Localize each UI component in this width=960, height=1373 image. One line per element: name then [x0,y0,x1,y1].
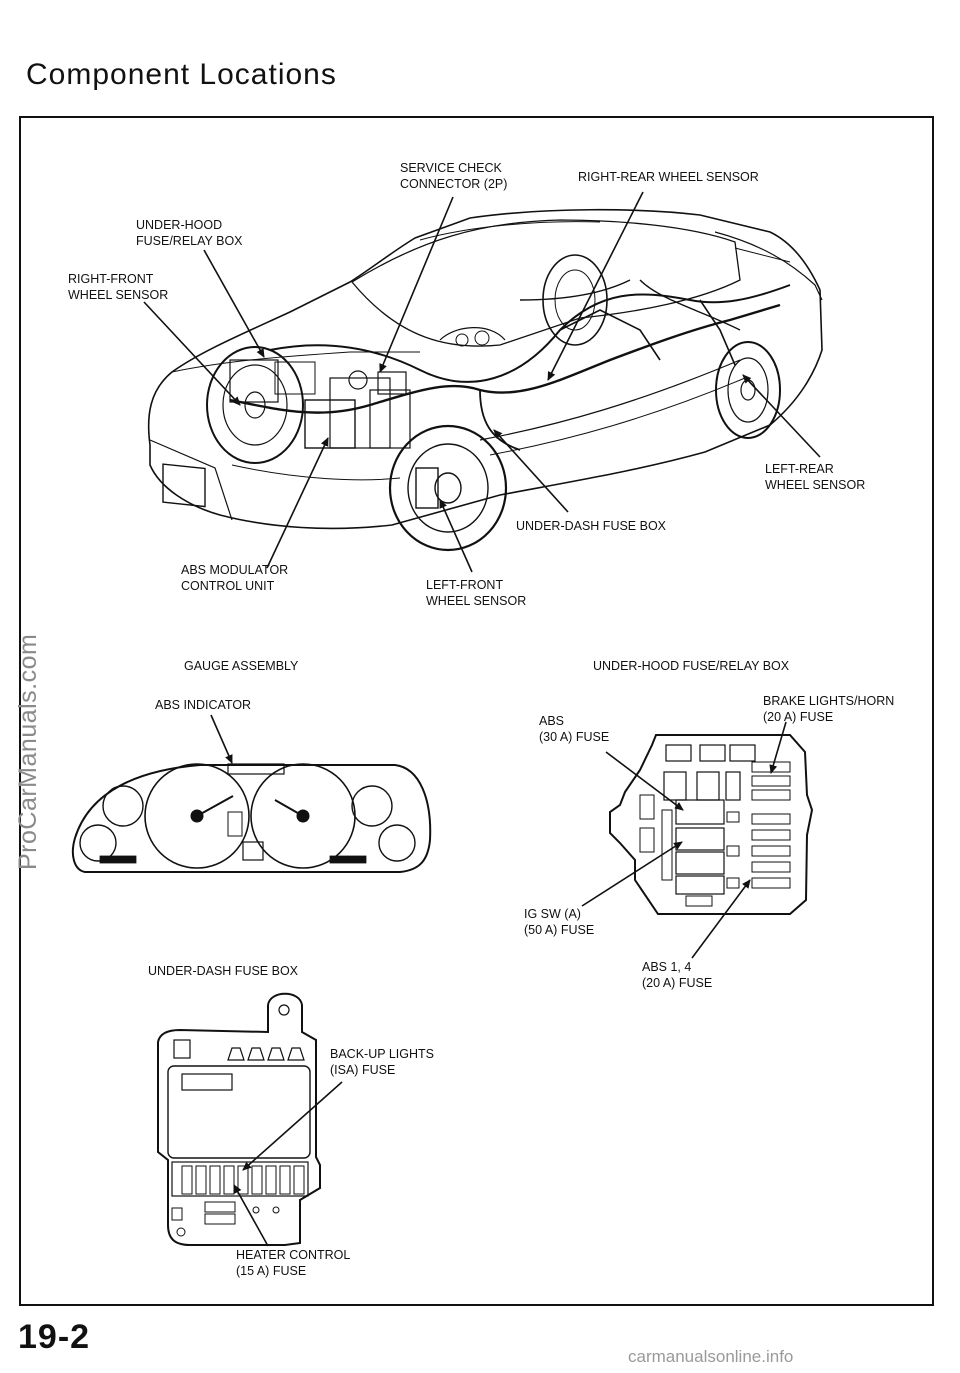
gauge-assembly [71,763,432,873]
under-dash-fuse-box [157,992,321,1246]
page-title: Component Locations [26,58,337,91]
car-leaders [143,191,821,573]
label-ig-sw-50a-fuse: IG SW (A) (50 A) FUSE [524,907,595,937]
label-abs-modulator-control-unit: ABS MODULATOR CONTROL UNIT [181,563,289,593]
label-back-up-lights-fuse: BACK-UP LIGHTS (ISA) FUSE [330,1047,434,1077]
label-right-front-wheel-sensor: RIGHT-FRONT WHEEL SENSOR [68,272,169,302]
hood-box-leaders [581,721,787,959]
watermark-side: ProCarManuals.com [14,633,42,870]
label-left-front-wheel-sensor: LEFT-FRONT WHEEL SENSOR [426,578,527,608]
under-hood-fuse-box [609,734,814,915]
label-under-dash-fuse-box-heading: UNDER-DASH FUSE BOX [148,964,299,978]
label-service-check-connector: SERVICE CHECK CONNECTOR (2P) [400,161,508,191]
watermark-bottom: carmanualsonline.info [628,1347,794,1366]
page-number: 19-2 [18,1318,91,1356]
label-abs-30a-fuse: ABS (30 A) FUSE [539,714,610,744]
label-under-dash-fuse-box: UNDER-DASH FUSE BOX [516,519,667,533]
car-illustration [147,208,823,552]
abs-indicator-leader [210,714,233,764]
dash-box-leaders [233,1081,343,1247]
label-heater-control-fuse: HEATER CONTROL (15 A) FUSE [236,1248,351,1278]
label-abs-indicator: ABS INDICATOR [155,698,252,712]
diagram-frame [19,116,934,1306]
label-under-hood-fuse-relay-box-heading: UNDER-HOOD FUSE/RELAY BOX [593,659,790,673]
label-gauge-assembly: GAUGE ASSEMBLY [184,659,299,673]
label-under-hood-fuse-relay-box: UNDER-HOOD FUSE/RELAY BOX [136,218,243,248]
label-brake-lights-horn-fuse: BRAKE LIGHTS/HORN (20 A) FUSE [763,694,895,724]
label-left-rear-wheel-sensor: LEFT-REAR WHEEL SENSOR [765,462,866,492]
label-abs-1-4-fuse: ABS 1, 4 (20 A) FUSE [642,960,713,990]
label-right-rear-wheel-sensor: RIGHT-REAR WHEEL SENSOR [578,170,759,184]
